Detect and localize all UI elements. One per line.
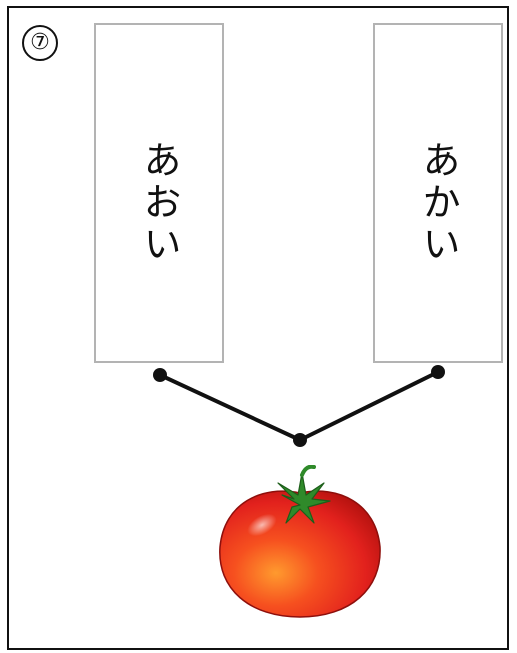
word-card-right[interactable]: あかい [373, 23, 503, 363]
word-card-left[interactable]: あおい [94, 23, 224, 363]
tomato-icon [219, 465, 381, 618]
word-card-left-label: あおい [137, 140, 181, 266]
connector-dot-picture[interactable] [293, 433, 307, 447]
connector-dot-right[interactable] [431, 365, 445, 379]
connector-line-right [298, 370, 440, 442]
connector-line-left [158, 373, 302, 442]
word-card-right-label: あかい [416, 140, 460, 266]
connector-dot-left[interactable] [153, 368, 167, 382]
question-number: ⑦ [22, 25, 58, 61]
